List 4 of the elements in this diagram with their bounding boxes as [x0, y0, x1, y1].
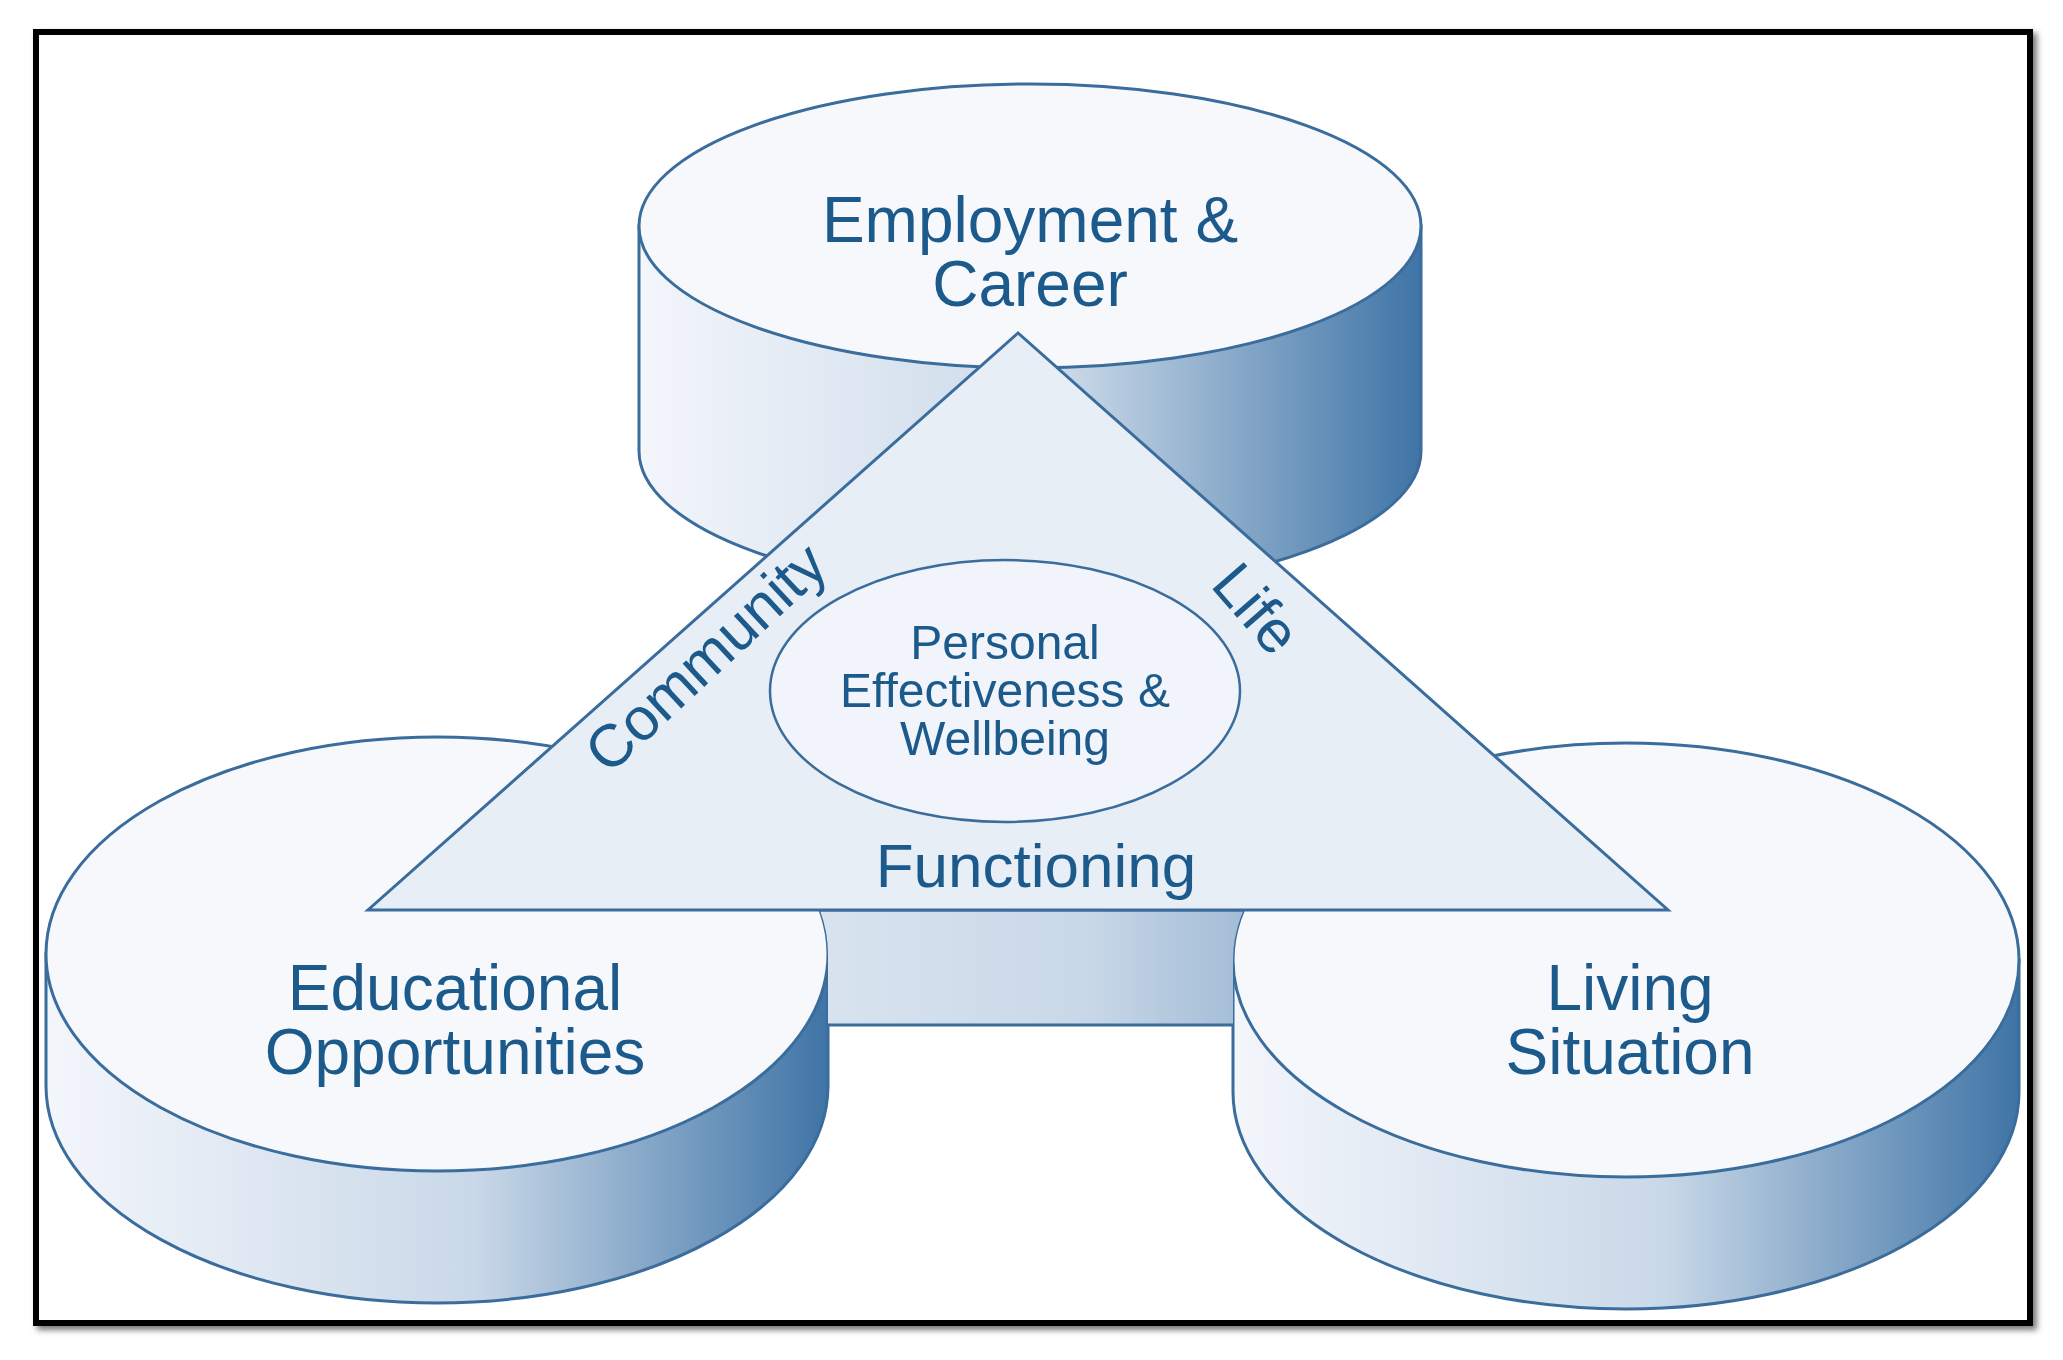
node-label: Employment & Career	[820, 188, 1240, 316]
node-label: Life	[1198, 549, 1315, 670]
node-label: Living Situation	[1504, 956, 1756, 1084]
node-label: Personal Effectiveness & Wellbeing	[839, 619, 1171, 763]
